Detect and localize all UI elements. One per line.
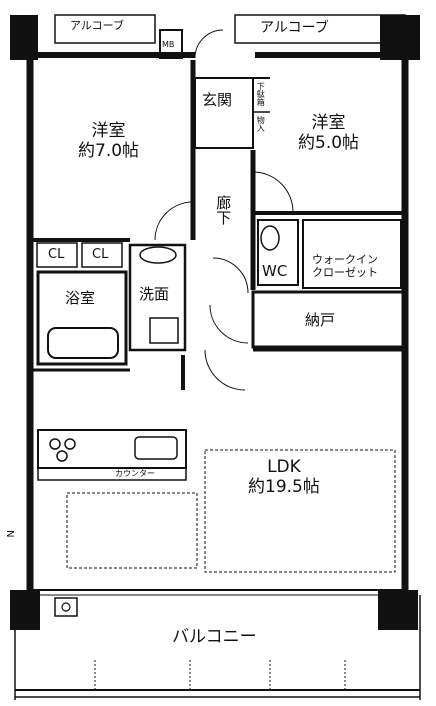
pillar-bottom-left [10,590,40,630]
pillar-top-left [10,15,38,60]
western-room-2-label: 洋室 約5.0帖 [298,113,360,153]
ldk-name: LDK [267,457,301,477]
shoe-box-label: 下駄箱 [256,82,266,106]
door-swing-room1 [154,201,194,241]
walk-in-closet-line1: ウォークイン [312,253,378,266]
entrance-label: 玄関 [202,91,233,109]
western-room-1-label: 洋室 約7.0帖 [78,121,140,161]
storeroom-outline [251,290,405,349]
walk-in-closet-line2: クローゼット [312,265,378,279]
door-swing-ldk [204,349,246,391]
western-room-1-size: 約7.0帖 [78,140,140,161]
balcony-label: バルコニー [172,627,257,647]
washing-machine [149,317,179,344]
kitchen-sink [134,436,178,460]
ceiling-area-left [66,492,198,569]
counter-strip [37,467,187,481]
toilet-outline [257,219,299,286]
mb-label: MB [162,40,175,49]
closet-2-outline [81,242,123,268]
washroom-outline [128,243,187,352]
counter-label: カウンター [115,469,155,478]
closet-1-outline [36,242,78,268]
closet-2-label: CL [92,247,109,262]
western-room-2-size: 約5.0帖 [298,132,360,153]
door-swing-front [194,29,224,59]
alcove-right-label: アルコーブ [260,20,329,36]
toilet-label: WC [262,262,288,280]
closet-1-label: CL [48,247,65,262]
orientation-mark: N [5,530,17,538]
bathtub [47,327,119,359]
western-room-1-name: 洋室 [91,121,126,141]
door-swing-room2 [252,171,294,213]
alcove-left-label: アルコーブ [70,19,125,32]
alcove-left-outline [54,14,156,44]
corridor-label: 廊下 [214,195,233,225]
storeroom-label: 納戸 [305,311,336,329]
bathroom-label: 浴室 [65,289,96,307]
ceiling-area-ldk [204,449,396,573]
toilet-bowl [260,225,280,251]
walk-in-closet-label: ウォークイン クローゼット [312,253,378,279]
ldk-size: 約19.5帖 [248,476,320,497]
bathroom-outline [36,270,128,366]
western-room-2-name: 洋室 [311,113,346,133]
pillar-top-right [380,15,420,60]
ldk-label: LDK 約19.5帖 [248,457,320,497]
walk-in-closet-outline [302,219,402,289]
mb-outline [159,29,183,59]
washbasin [139,246,177,264]
door-swing-storeroom [209,304,249,344]
door-swing-toilet [212,257,249,294]
pillar-bottom-right [378,590,418,630]
storage-label: 物入 [256,116,266,132]
kitchen-counter [37,429,187,469]
entrance-outline [194,77,254,149]
washroom-label: 洗面 [139,285,170,303]
